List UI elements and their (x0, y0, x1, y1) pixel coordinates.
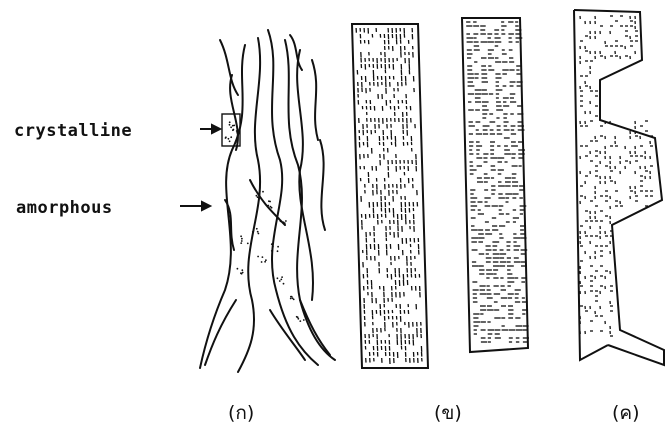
amorphous-label: amorphous (16, 198, 113, 218)
amorphous-arrow (180, 202, 210, 210)
caption-a: (ก) (228, 398, 254, 428)
caption-c: (ค) (612, 398, 640, 428)
twisted-fibril-column (574, 10, 664, 365)
parallel-fibril-column (352, 24, 428, 368)
fibril-bundle-illustration (200, 30, 335, 372)
crystalline-label: crystalline (14, 121, 132, 141)
caption-b: (ข) (434, 398, 462, 428)
crystalline-arrow (200, 125, 220, 133)
